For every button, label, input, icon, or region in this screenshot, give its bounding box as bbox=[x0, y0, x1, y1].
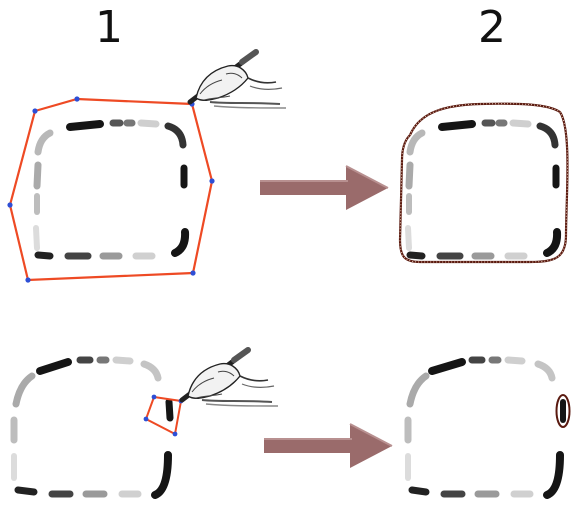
selected-dash-outline bbox=[555, 394, 571, 428]
polygon-vertex bbox=[172, 431, 178, 437]
polygon-vertex bbox=[190, 270, 196, 276]
bottom-left-shape bbox=[10, 356, 174, 499]
selection-polygon bbox=[143, 394, 184, 437]
step-label-2: 2 bbox=[478, 2, 506, 53]
top-right-shape bbox=[398, 102, 569, 264]
bottom-right-shape bbox=[404, 356, 571, 499]
top-left-shape bbox=[36, 123, 185, 256]
polygon-vertex bbox=[25, 277, 31, 283]
right-arrow-icon bbox=[263, 423, 393, 469]
polygon-vertex bbox=[209, 178, 215, 184]
step-label-1: 1 bbox=[95, 2, 123, 53]
polygon-vertex bbox=[7, 202, 13, 208]
polygon-vertex bbox=[32, 108, 38, 114]
lasso-polygon bbox=[7, 96, 215, 283]
hand-with-pen-icon bbox=[190, 52, 286, 108]
polygon-vertex bbox=[151, 394, 157, 400]
hand-with-pen-icon bbox=[182, 350, 278, 406]
right-arrow-icon bbox=[259, 165, 389, 211]
polygon-vertex bbox=[143, 416, 149, 422]
polygon-vertex bbox=[74, 96, 80, 102]
